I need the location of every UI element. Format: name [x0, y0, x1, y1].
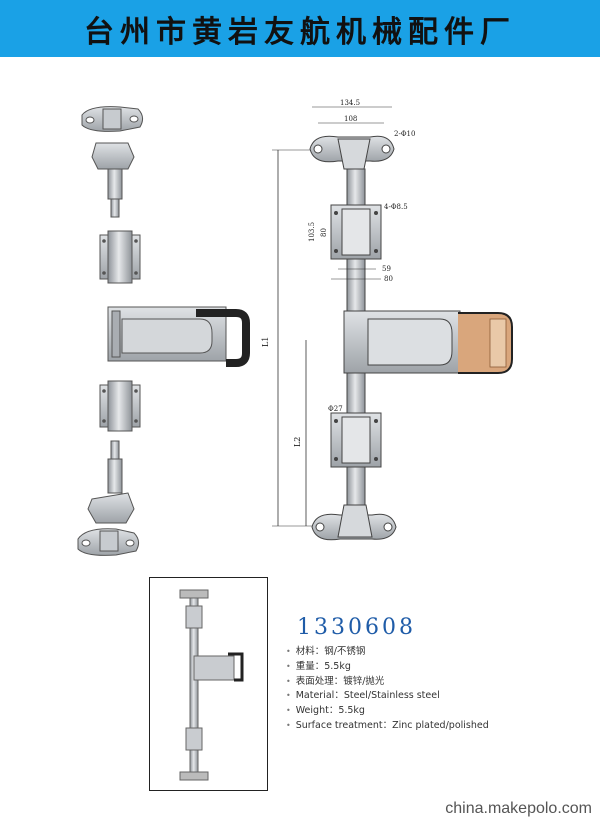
dim-end-holes: 2-Φ10 [394, 130, 415, 138]
watermark: china.makepolo.com [445, 800, 592, 817]
dim-l2: L2 [293, 437, 302, 447]
header-banner: 台州市黄岩友航机械配件厂 [0, 0, 600, 57]
top-end-bracket [81, 106, 144, 132]
dim-guide-height-outer: 103.5 [308, 222, 316, 242]
lower-guide-bracket [99, 380, 141, 432]
dim-guide-width-outer: 80 [384, 275, 393, 283]
dim-guide-height-inner: 80 [320, 228, 328, 237]
assembly-drawing: L1 L2 134.5 108 2-Φ10 Φ27 4-Φ8.5 103.5 8… [261, 99, 513, 541]
dim-guide-holes: 4-Φ8.5 [384, 203, 408, 211]
spec-item: 表面处理：镀锌/抛光 [286, 675, 489, 690]
dim-top-width: 134.5 [340, 99, 360, 107]
product-photo-illustration [179, 589, 244, 781]
upper-guide-bracket [99, 230, 141, 284]
product-code: 1330608 [297, 615, 416, 640]
handle-assembly [107, 306, 250, 367]
dim-rod-diameter: Φ27 [328, 405, 343, 413]
spec-item: 材料：钢/不锈钢 [286, 645, 489, 660]
lower-catch [87, 440, 135, 524]
spec-item: Surface treatment：Zinc plated/polished [286, 719, 489, 734]
dim-l1: L1 [261, 337, 270, 347]
dim-hole-spacing: 108 [344, 115, 357, 123]
dim-guide-width-inner: 59 [382, 265, 391, 273]
company-title: 台州市黄岩友航机械配件厂 [84, 14, 516, 50]
bottom-end-bracket [77, 528, 140, 556]
spec-item: Weight：5.5kg [286, 704, 489, 719]
upper-catch [91, 142, 135, 218]
exploded-parts [77, 106, 250, 556]
technical-drawing: L1 L2 134.5 108 2-Φ10 Φ27 4-Φ8.5 103.5 8… [77, 99, 513, 556]
spec-item: Material：Steel/Stainless steel [286, 689, 489, 704]
spec-item: 重量：5.5kg [286, 660, 489, 675]
spec-list: 材料：钢/不锈钢 重量：5.5kg 表面处理：镀锌/抛光 Material：St… [286, 645, 489, 734]
product-photo [149, 577, 268, 791]
